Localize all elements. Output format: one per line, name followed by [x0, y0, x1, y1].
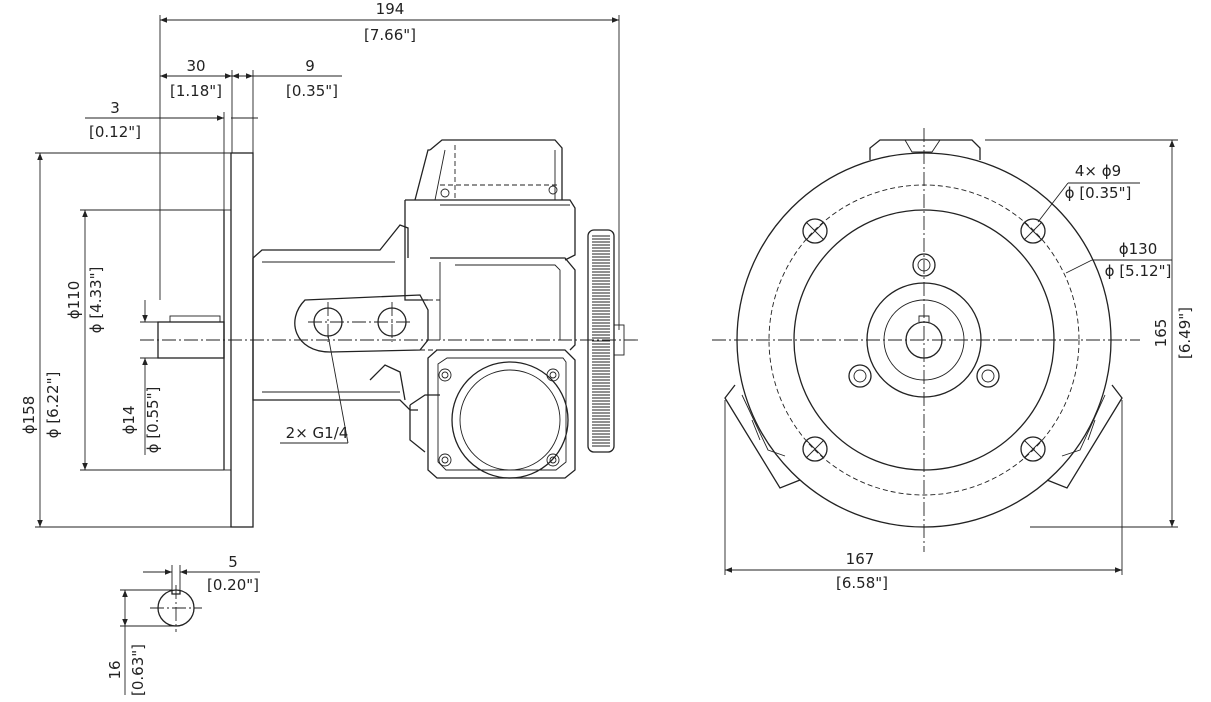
- dim-holes-inch: ϕ [0.35"]: [1065, 184, 1132, 202]
- dim-167: 167: [846, 550, 875, 568]
- dim-holes: 4× ϕ9: [1075, 162, 1121, 180]
- dim-14: ϕ14: [120, 406, 138, 435]
- dim-194-inch: [7.66"]: [364, 26, 416, 44]
- dim-16: 16: [106, 660, 124, 679]
- dim-3-inch: [0.12"]: [89, 123, 141, 141]
- dim-30: 30: [186, 57, 205, 75]
- dim-130: ϕ130: [1119, 240, 1158, 258]
- dim-167-inch: [6.58"]: [836, 574, 888, 592]
- port-boss: [294, 294, 429, 353]
- motor-body: [252, 139, 625, 479]
- handwheel: [587, 229, 625, 453]
- top-boss: [869, 139, 981, 160]
- dim-5: 5: [228, 553, 238, 571]
- dim-194: 194: [376, 0, 405, 18]
- dim-158-inch: ϕ [6.22"]: [44, 372, 62, 439]
- dim-158: ϕ158: [20, 396, 38, 435]
- dim-165: 165: [1152, 319, 1170, 348]
- mount-holes: [802, 218, 1046, 462]
- ports-label: 2× G1/4: [286, 424, 349, 442]
- shaft-key: [169, 315, 221, 323]
- dim-130-inch: ϕ [5.12"]: [1105, 262, 1172, 280]
- terminal-cover: [451, 361, 569, 479]
- dim-3: 3: [110, 99, 120, 117]
- dim-5-inch: [0.20"]: [207, 576, 259, 594]
- threaded-holes: [848, 253, 1000, 388]
- front-view: 4× ϕ9 ϕ [0.35"] ϕ130 ϕ [5.12"] 165 [6.49…: [712, 128, 1194, 592]
- dim-16-inch: [0.63"]: [129, 644, 147, 696]
- key-detail: 5 [0.20"] 16 [0.63"]: [106, 553, 260, 696]
- side-view: 194 [7.66"] 30 [1.18"] 9 [0.35"] 3 [0.12…: [20, 0, 640, 528]
- dim-30-inch: [1.18"]: [170, 82, 222, 100]
- dim-9-inch: [0.35"]: [286, 82, 338, 100]
- dim-110: ϕ110: [65, 281, 83, 320]
- dim-110-inch: ϕ [4.33"]: [87, 267, 105, 334]
- dim-9: 9: [305, 57, 315, 75]
- dim-165-inch: [6.49"]: [1176, 307, 1194, 359]
- dim-14-inch: ϕ [0.55"]: [144, 387, 162, 454]
- left-foot: [724, 384, 801, 489]
